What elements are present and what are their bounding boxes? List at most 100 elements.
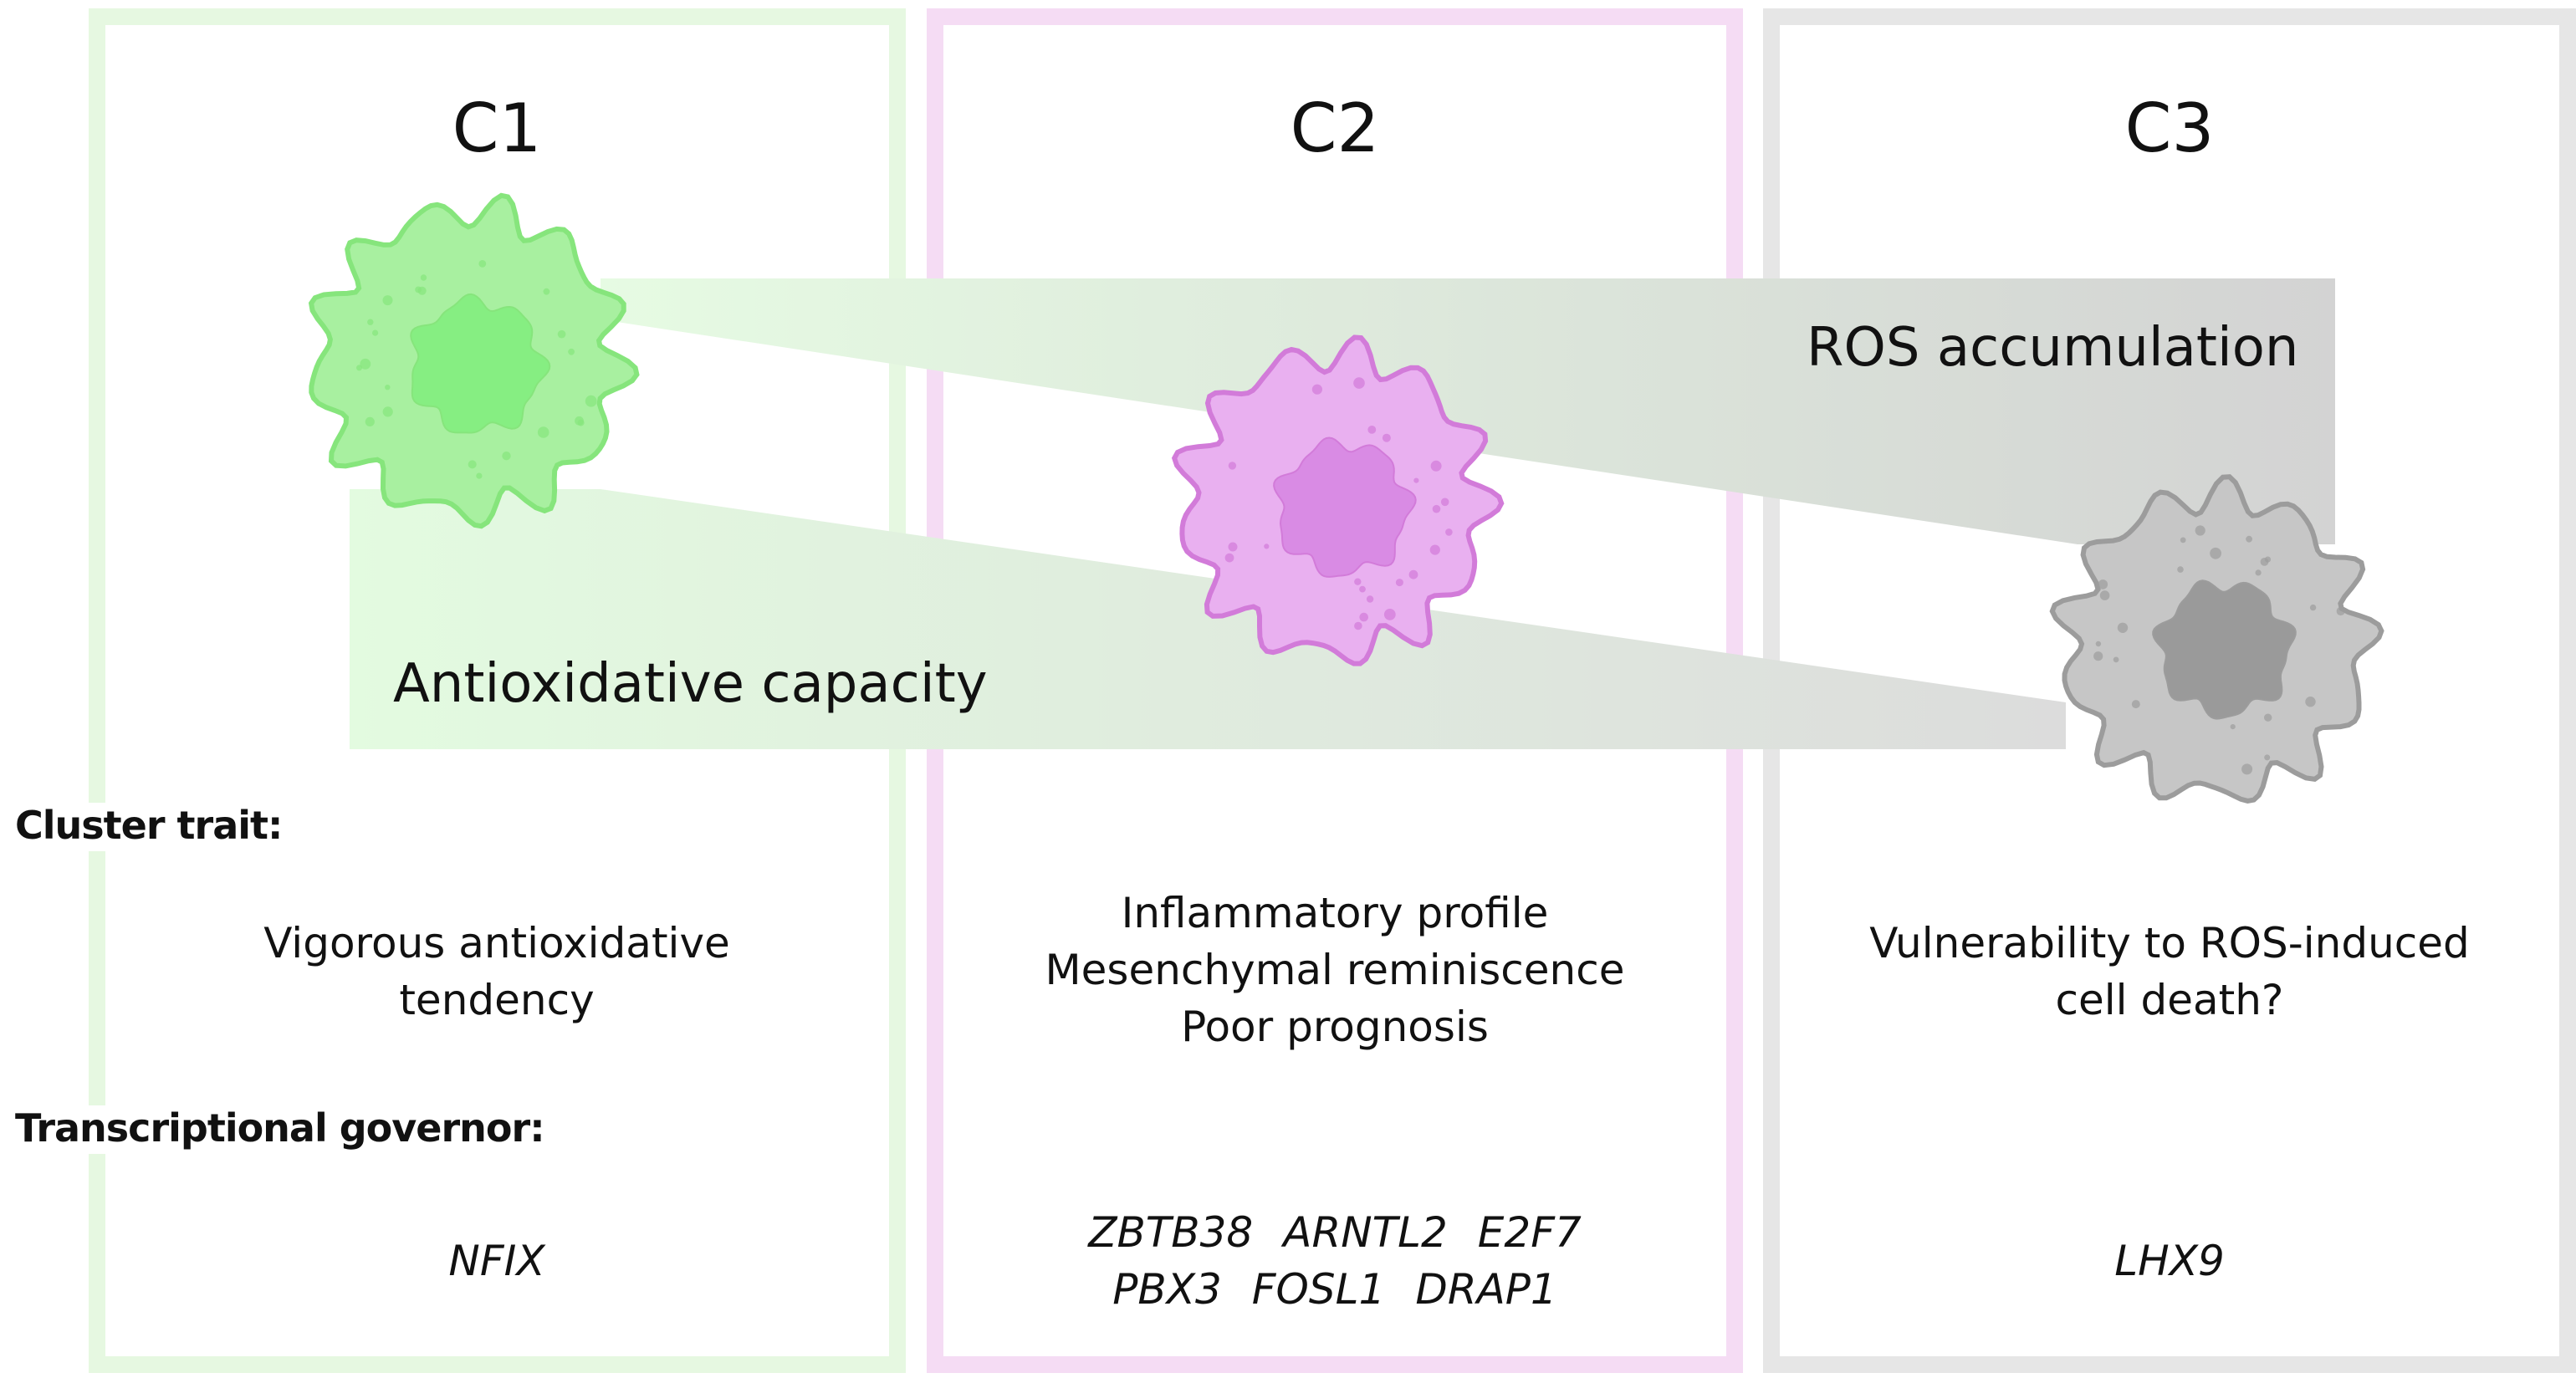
governor-c1: NFIX	[433, 1233, 560, 1289]
cell-granule	[1311, 384, 1322, 395]
cell-granule	[1383, 609, 1396, 620]
gene-label: NFIX	[448, 1237, 545, 1285]
cell-granule	[2098, 579, 2108, 589]
governor-c3-line: LHX9	[2099, 1233, 2240, 1289]
cell-granule	[382, 406, 393, 417]
trait-c2: Inflammatory profile Mesenchymal reminis…	[1045, 885, 1625, 1055]
gene-label: ARNTL2	[1283, 1208, 1448, 1257]
cell-nucleus	[410, 293, 551, 434]
cell-granule	[478, 260, 487, 268]
cell-granule	[1228, 462, 1237, 470]
cell-granule	[2117, 622, 2129, 633]
cell-granule	[367, 319, 374, 325]
cell-granule	[385, 385, 391, 390]
cell-c1-icon	[308, 192, 640, 529]
cell-granule	[568, 348, 575, 355]
cell-granule	[1354, 621, 1362, 630]
cell-c3-icon	[2049, 474, 2384, 804]
cell-granule	[2246, 535, 2253, 543]
antioxidative-capacity-label: Antioxidative capacity	[393, 653, 988, 715]
cell-nucleus	[2152, 579, 2297, 720]
trait-c2-line: Poor prognosis	[1181, 1003, 1489, 1051]
cell-granule	[502, 452, 511, 461]
antioxidative-capacity-band	[350, 489, 2066, 749]
cell-granule	[1429, 544, 1440, 555]
cell-granule	[2336, 606, 2345, 616]
cell-granule	[2264, 556, 2272, 563]
cell-granule	[1367, 426, 1377, 434]
cell-granule	[2093, 651, 2103, 661]
cell-granule	[2099, 590, 2110, 600]
cell-granule	[2309, 604, 2317, 611]
cell-granule	[577, 419, 585, 426]
cell-nucleus	[1273, 436, 1417, 578]
cell-granule	[2195, 525, 2205, 536]
cluster-trait-label: Cluster trait:	[5, 803, 289, 851]
cell-granule	[2113, 656, 2119, 663]
cell-granule	[2177, 566, 2184, 573]
governor-c3: LHX9	[2099, 1233, 2240, 1289]
cell-granule	[543, 288, 550, 295]
cell-granule	[585, 395, 597, 407]
trait-c1-line: Vigorous antioxidative	[263, 919, 730, 967]
cell-granule	[1359, 612, 1368, 622]
governor-c1-line: NFIX	[433, 1233, 560, 1289]
cell-granule	[1445, 528, 1453, 536]
gene-label: ZBTB38	[1088, 1208, 1254, 1257]
column-title-c1: C1	[452, 89, 542, 167]
cell-granule	[2264, 754, 2271, 761]
trait-c1-line: tendency	[399, 976, 595, 1024]
cell-granule	[2264, 713, 2272, 722]
cell-granule	[2131, 700, 2140, 709]
gene-label: E2F7	[1477, 1208, 1582, 1257]
cell-granule	[2305, 697, 2316, 707]
cell-granule	[2241, 763, 2253, 775]
cell-granule	[1408, 569, 1418, 579]
cell-granule	[1353, 377, 1365, 389]
transcriptional-governor-label: Transcriptional governor:	[5, 1105, 551, 1154]
cell-granule	[1359, 585, 1366, 593]
cell-granule	[1366, 595, 1374, 603]
cell-granule	[468, 460, 477, 469]
governor-c2-line: ZBTB38 ARNTL2 E2F7	[1073, 1204, 1597, 1261]
cell-granule	[2230, 724, 2236, 730]
cell-granule	[2180, 537, 2186, 544]
column-title-c3: C3	[2124, 89, 2215, 167]
trait-c3-line: Vulnerability to ROS-induced	[1869, 919, 2470, 967]
cell-granule	[1354, 578, 1362, 585]
cell-granule	[1264, 544, 1270, 549]
cell-granule	[1432, 504, 1441, 513]
trait-c3: Vulnerability to ROS-induced cell death?	[1869, 915, 2470, 1028]
cell-granule	[1224, 553, 1234, 563]
cell-granule	[2255, 569, 2262, 576]
trait-c1: Vigorous antioxidative tendency	[263, 915, 730, 1028]
cell-granule	[2210, 547, 2222, 559]
cell-granule	[476, 472, 483, 479]
cell-granule	[365, 416, 375, 426]
cell-granule	[1413, 477, 1419, 483]
cell-granule	[1440, 498, 1449, 507]
cell-granule	[1395, 579, 1403, 587]
cell-granule	[360, 358, 371, 370]
trait-c3-line: cell death?	[2055, 976, 2284, 1024]
cell-granule	[1382, 433, 1391, 442]
cell-granule	[415, 286, 422, 293]
gene-label: PBX3	[1112, 1265, 1222, 1314]
cell-granule	[2095, 641, 2102, 647]
cell-c2-icon	[1171, 334, 1505, 666]
cell-granule	[382, 295, 393, 306]
trait-c2-line: Mesenchymal reminiscence	[1045, 946, 1625, 994]
ros-accumulation-label: ROS accumulation	[1807, 317, 2299, 379]
cell-granule	[372, 329, 379, 336]
cell-granule	[1430, 460, 1442, 472]
cell-granule	[1228, 542, 1238, 552]
ros-accumulation-band	[601, 278, 2335, 544]
cell-granule	[537, 426, 549, 438]
cell-granule	[420, 274, 427, 281]
gene-label: FOSL1	[1251, 1265, 1386, 1314]
trait-c2-line: Inflammatory profile	[1121, 889, 1549, 937]
